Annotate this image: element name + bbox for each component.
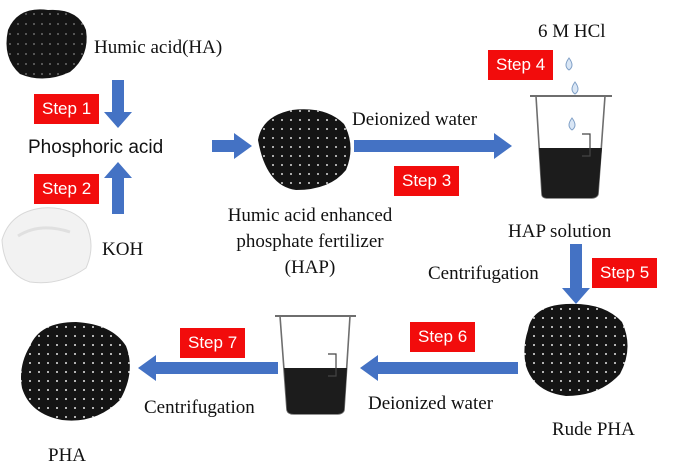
step-6-badge: Step 6 <box>410 322 476 352</box>
label-hcl: 6 M HCl <box>538 21 606 42</box>
koh-powder <box>1 207 92 284</box>
label-deionized-water-bottom: Deionized water <box>368 393 494 414</box>
rude-pha-powder <box>524 303 628 396</box>
hcl-drops-icon <box>565 57 579 131</box>
arrow-step6-left <box>360 355 518 381</box>
step-5-badge: Step 5 <box>592 258 658 288</box>
label-hap-line3: (HAP) <box>284 257 336 278</box>
label-hap-line1: Humic acid enhanced <box>227 205 393 226</box>
pha-powder <box>21 322 130 421</box>
label-centrifugation-bottom: Centrifugation <box>144 397 255 418</box>
label-deionized-water-top: Deionized water <box>352 109 478 130</box>
label-koh: KOH <box>102 239 144 260</box>
label-hap-solution: HAP solution <box>508 221 612 242</box>
humic-acid-powder <box>6 9 87 79</box>
label-rude-pha: Rude PHA <box>552 419 635 440</box>
step-7-badge: Step 7 <box>180 328 246 358</box>
beaker-deionized-water <box>275 315 356 415</box>
hap-powder <box>258 109 351 190</box>
arrow-step7-left <box>138 355 278 381</box>
label-hap-line2: phosphate fertilizer <box>236 231 384 252</box>
arrow-to-hap <box>212 133 252 159</box>
arrow-step3-right <box>354 133 512 159</box>
label-pha: PHA <box>48 445 87 466</box>
label-centrifugation-top: Centrifugation <box>428 263 539 284</box>
arrow-step1-down <box>104 80 132 128</box>
step-1-badge: Step 1 <box>34 94 100 124</box>
arrow-step2-up <box>104 162 132 214</box>
step-4-badge: Step 4 <box>488 50 554 80</box>
label-humic-acid: Humic acid(HA) <box>94 37 223 58</box>
label-phosphoric-acid: Phosphoric acid <box>28 137 164 158</box>
step-3-badge: Step 3 <box>394 166 460 196</box>
beaker-hap-solution <box>530 95 612 199</box>
step-2-badge: Step 2 <box>34 174 100 204</box>
arrow-step5-down <box>562 244 590 304</box>
